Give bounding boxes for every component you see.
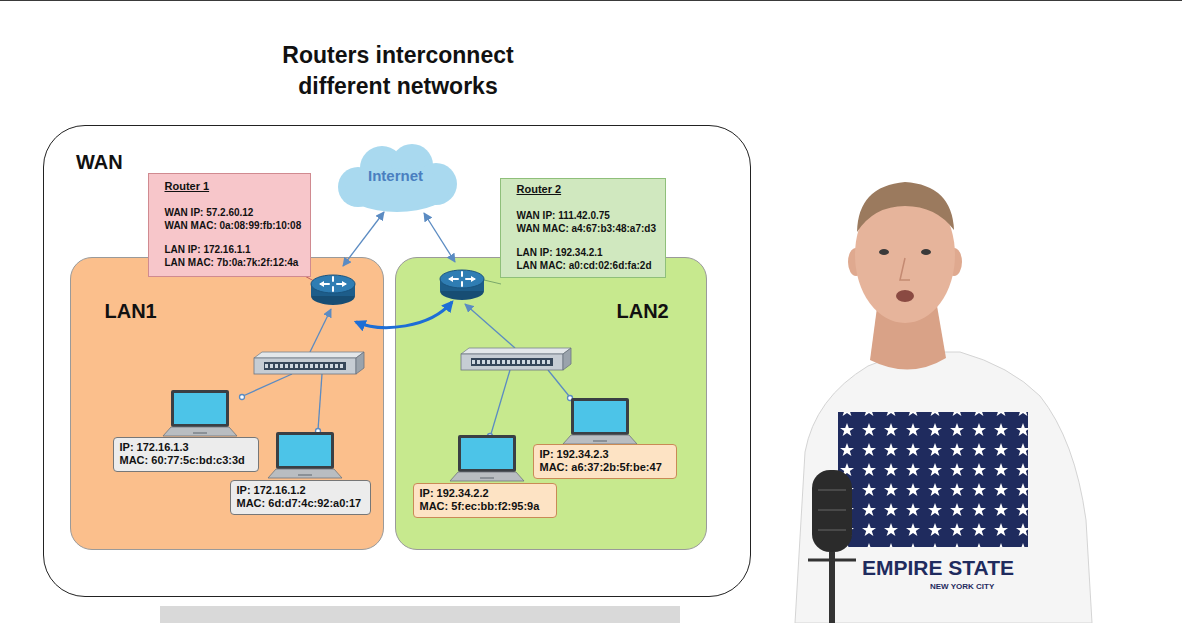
lan-region: LAN1IP: 172.16.1.3MAC: 60:77:5c:bd:c3:3d…	[70, 257, 384, 550]
progress-bar	[160, 606, 680, 623]
host-label: IP: 192.34.2.3MAC: a6:37:2b:5f:be:47	[533, 444, 677, 479]
slide-title: Routers interconnect different networks	[258, 40, 538, 102]
uplink-line	[343, 212, 384, 266]
host-label: IP: 172.16.1.3MAC: 60:77:5c:bd:c3:3d	[113, 437, 259, 472]
callout-leader	[484, 280, 501, 284]
callout-text: LAN MAC: 7b:0a:7k:2f:12:4a	[165, 256, 299, 269]
host-label: IP: 192.34.2.2MAC: 5f:ec:bb:f2:95:9a	[413, 483, 557, 518]
host-address: IP: 192.34.2.2	[420, 487, 489, 500]
cloud-label: Internet	[368, 164, 423, 188]
region-label: LAN1	[105, 299, 157, 323]
router-callout: Router 2 WAN IP: 111.42.0.75WAN MAC: a4:6…	[500, 178, 666, 278]
callout-text: Router 2	[517, 183, 562, 196]
switch-icon	[254, 352, 364, 374]
presenter-figure	[795, 182, 1092, 623]
lan-link	[465, 304, 515, 348]
host-address: MAC: 60:77:5c:bd:c3:3d	[120, 454, 245, 467]
callout-leader	[299, 273, 314, 281]
callout-text: WAN MAC: a4:67:b3:48:a7:d3	[517, 222, 656, 235]
callout-text: LAN IP: 172.16.1.1	[165, 243, 251, 256]
router-interconnect	[356, 302, 452, 327]
host-address: IP: 172.16.1.2	[237, 484, 306, 497]
laptop-icon	[563, 398, 637, 444]
host-address: MAC: 5f:ec:bb:f2:95:9a	[420, 500, 540, 513]
laptop-icon	[450, 435, 524, 481]
frame-line	[0, 0, 1182, 1]
router-icon	[440, 270, 484, 300]
lan-region: LAN2IP: 192.34.2.3MAC: a6:37:2b:5f:be:47…	[395, 257, 707, 550]
internet-cloud: Internet	[330, 140, 462, 218]
callout-text: LAN IP: 192.34.2.1	[517, 246, 603, 259]
callout-text: WAN IP: 111.42.0.75	[517, 209, 610, 222]
host-links	[240, 370, 573, 439]
router-callout: Router 1 WAN IP: 57.2.60.12WAN MAC: 0a:08…	[148, 173, 311, 277]
host-address: IP: 192.34.2.3	[540, 448, 609, 461]
callout-text: WAN IP: 57.2.60.12	[165, 206, 254, 219]
host-label: IP: 172.16.1.2MAC: 6d:d7:4c:92:a0:17	[230, 480, 371, 515]
callout-text: WAN MAC: 0a:08:99:fb:10:08	[165, 219, 302, 232]
host-address: MAC: a6:37:2b:5f:be:47	[540, 461, 662, 474]
host-address: MAC: 6d:d7:4c:92:a0:17	[237, 497, 362, 510]
host-address: IP: 172.16.1.3	[120, 441, 189, 454]
uplink-line	[424, 213, 455, 262]
lan-link	[310, 309, 331, 352]
region-label: WAN	[76, 150, 123, 174]
region-label: LAN2	[617, 299, 669, 323]
shirt-print: EMPIRE STATE	[862, 556, 1014, 579]
laptop-icon	[268, 432, 342, 478]
callout-text: LAN MAC: a0:cd:02:6d:fa:2d	[517, 259, 652, 272]
switch-icon	[461, 348, 571, 370]
router-icon	[311, 275, 355, 305]
callout-text: Router 1	[165, 180, 210, 193]
laptop-icon	[163, 390, 237, 436]
shirt-print: NEW YORK CITY	[930, 583, 994, 592]
wan-region: WANInternetRouter 1WAN IP: 57.2.60.12WAN…	[43, 125, 751, 597]
